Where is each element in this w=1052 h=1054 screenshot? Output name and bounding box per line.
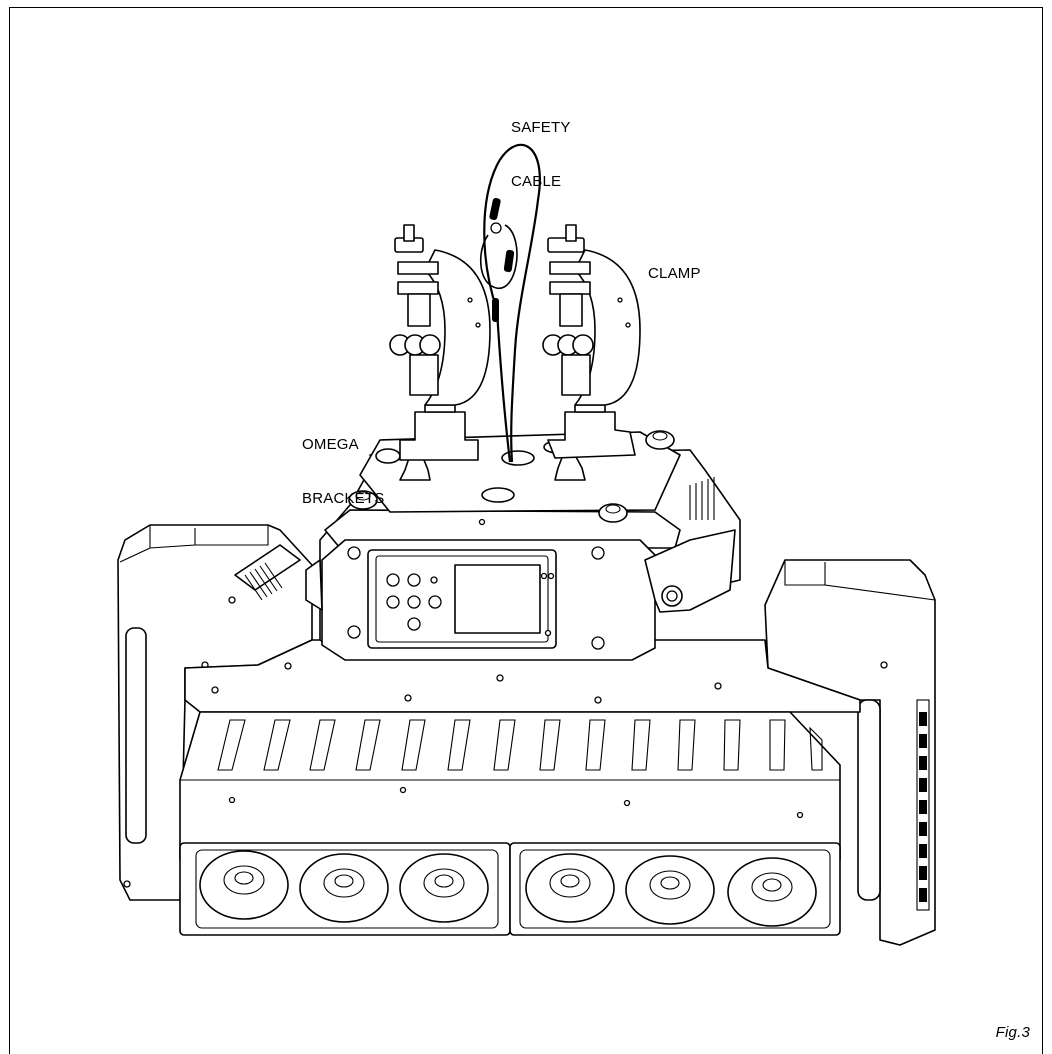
- clamp-right: [542, 224, 641, 459]
- lens-panel-left: [179, 842, 511, 936]
- lens-1: [199, 850, 289, 920]
- omega-brackets-label-line2: BRACKETS: [302, 490, 385, 507]
- figure-frame: [9, 7, 1043, 1054]
- clamp-label: CLAMP: [648, 265, 701, 282]
- omega-brackets-label-line1: OMEGA: [302, 436, 359, 453]
- right-arm: [764, 559, 936, 946]
- left-arm-vent: [244, 562, 283, 601]
- display-panel: [367, 549, 557, 649]
- safety-cable-label-line1: SAFETY: [511, 119, 571, 136]
- cooling-fins: [217, 719, 823, 771]
- figure-caption: Fig.3: [995, 1024, 1030, 1041]
- lens-2: [299, 853, 389, 923]
- lens-panel-right: [509, 842, 841, 936]
- clamp-left: [389, 224, 491, 461]
- lens-6: [727, 857, 817, 927]
- safety-cable-label: SAFETY CABLE: [511, 83, 571, 209]
- corner-post-1: [348, 490, 378, 510]
- corner-post-2: [645, 430, 675, 450]
- safety-cable: [479, 143, 541, 463]
- corner-post-3: [598, 503, 628, 523]
- safety-cable-label-line2: CABLE: [511, 173, 562, 190]
- brand-logo-vertical: [916, 699, 930, 911]
- lens-4: [525, 853, 615, 923]
- lens-5: [625, 855, 715, 925]
- omega-brackets-label: OMEGA BRACKETS: [302, 400, 384, 526]
- bar-body: [179, 639, 861, 861]
- side-heatsink: [689, 477, 715, 520]
- left-arm: [117, 524, 313, 901]
- lens-3: [399, 853, 489, 923]
